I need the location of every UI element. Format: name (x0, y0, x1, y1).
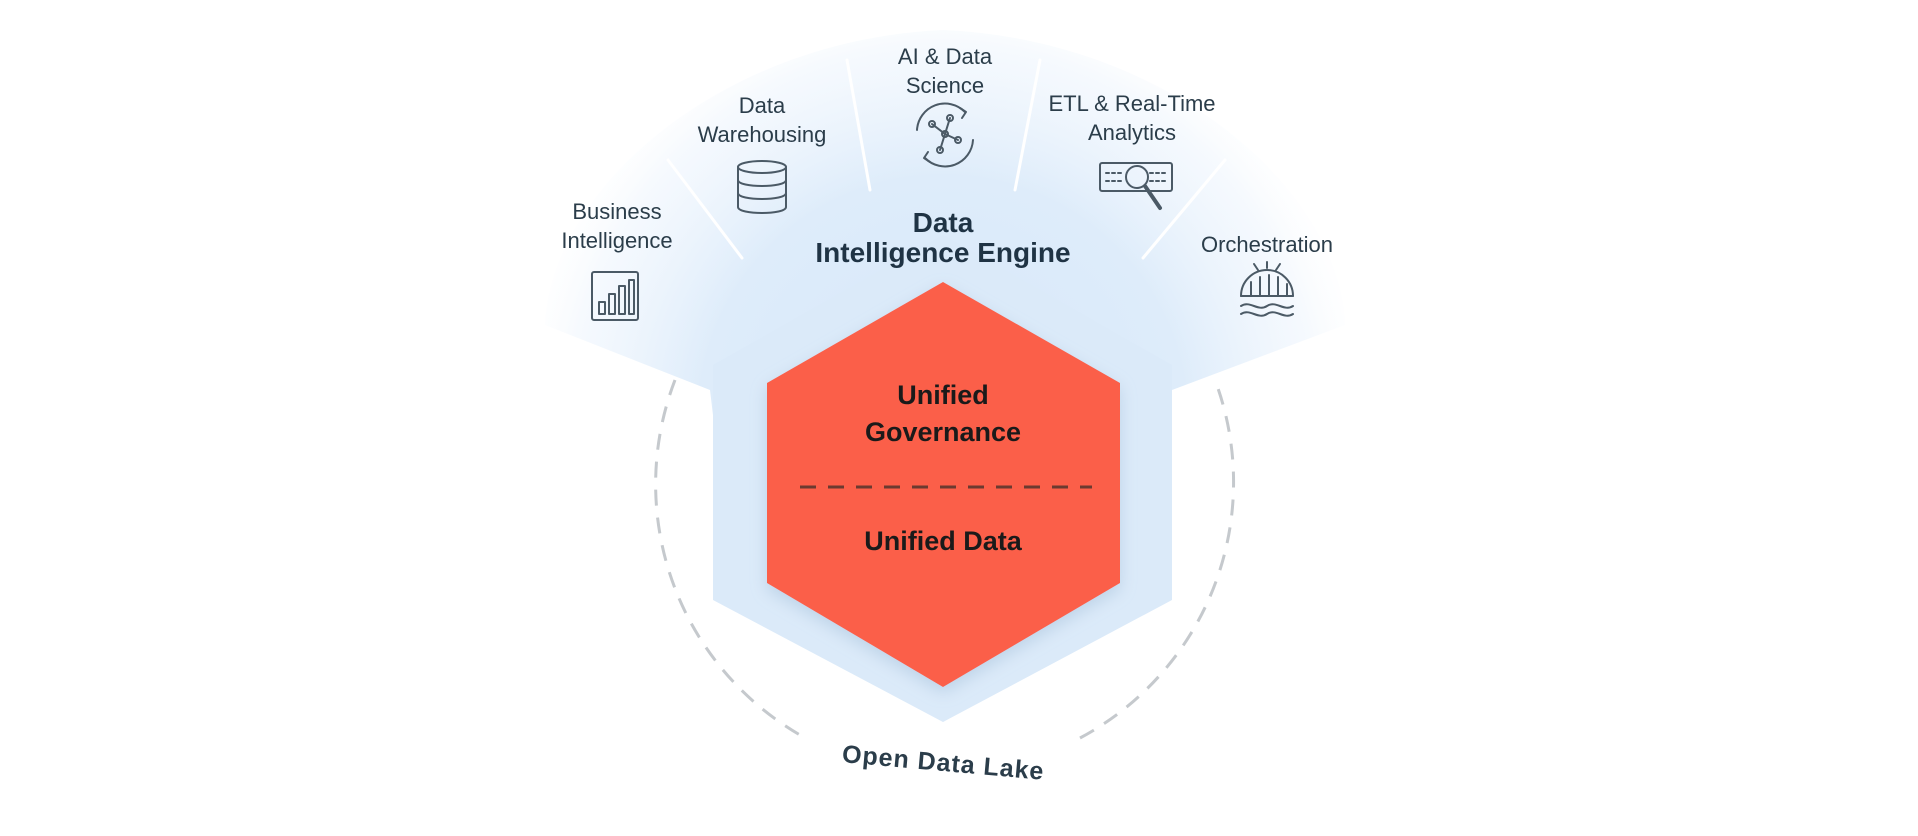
bar-chart-icon (591, 271, 639, 321)
unified-data-label: Unified Data (864, 526, 1023, 556)
engine-title-line1: Data (913, 207, 974, 238)
capability-etl-real-time-analytics: ETL & Real-Time Analytics (1048, 91, 1216, 210)
engine-title-line2: Intelligence Engine (815, 237, 1070, 268)
open-data-lake-label: Open Data Lake (841, 740, 1046, 786)
capability-label-line2: Science (906, 73, 984, 98)
open-data-lake-ring (654, 379, 1235, 740)
capability-label-line1: Data (739, 93, 786, 118)
capability-ai-data-science: AI & Data Science (898, 44, 993, 168)
governance-label-line1: Unified (897, 380, 989, 410)
capability-label-line1: Business (572, 199, 661, 224)
capability-label-line1: AI & Data (898, 44, 993, 69)
capability-label-line1: Orchestration (1201, 232, 1333, 257)
core-hexagon (767, 282, 1120, 687)
capability-data-warehousing: Data Warehousing (698, 93, 827, 214)
magnifier-pipeline-icon (1099, 162, 1173, 210)
sector-dividers (666, 58, 1227, 260)
governance-label-line2: Governance (865, 417, 1021, 447)
capability-label-line2: Analytics (1088, 120, 1176, 145)
database-icon (737, 160, 787, 214)
capability-label-line1: ETL & Real-Time (1048, 91, 1215, 116)
gear-workflow-icon (1240, 261, 1294, 317)
network-icon (916, 102, 974, 168)
capability-label-line2: Warehousing (698, 122, 827, 147)
capability-label-line2: Intelligence (561, 228, 672, 253)
capability-orchestration: Orchestration (1201, 232, 1333, 317)
capability-business-intelligence: Business Intelligence (561, 199, 673, 321)
